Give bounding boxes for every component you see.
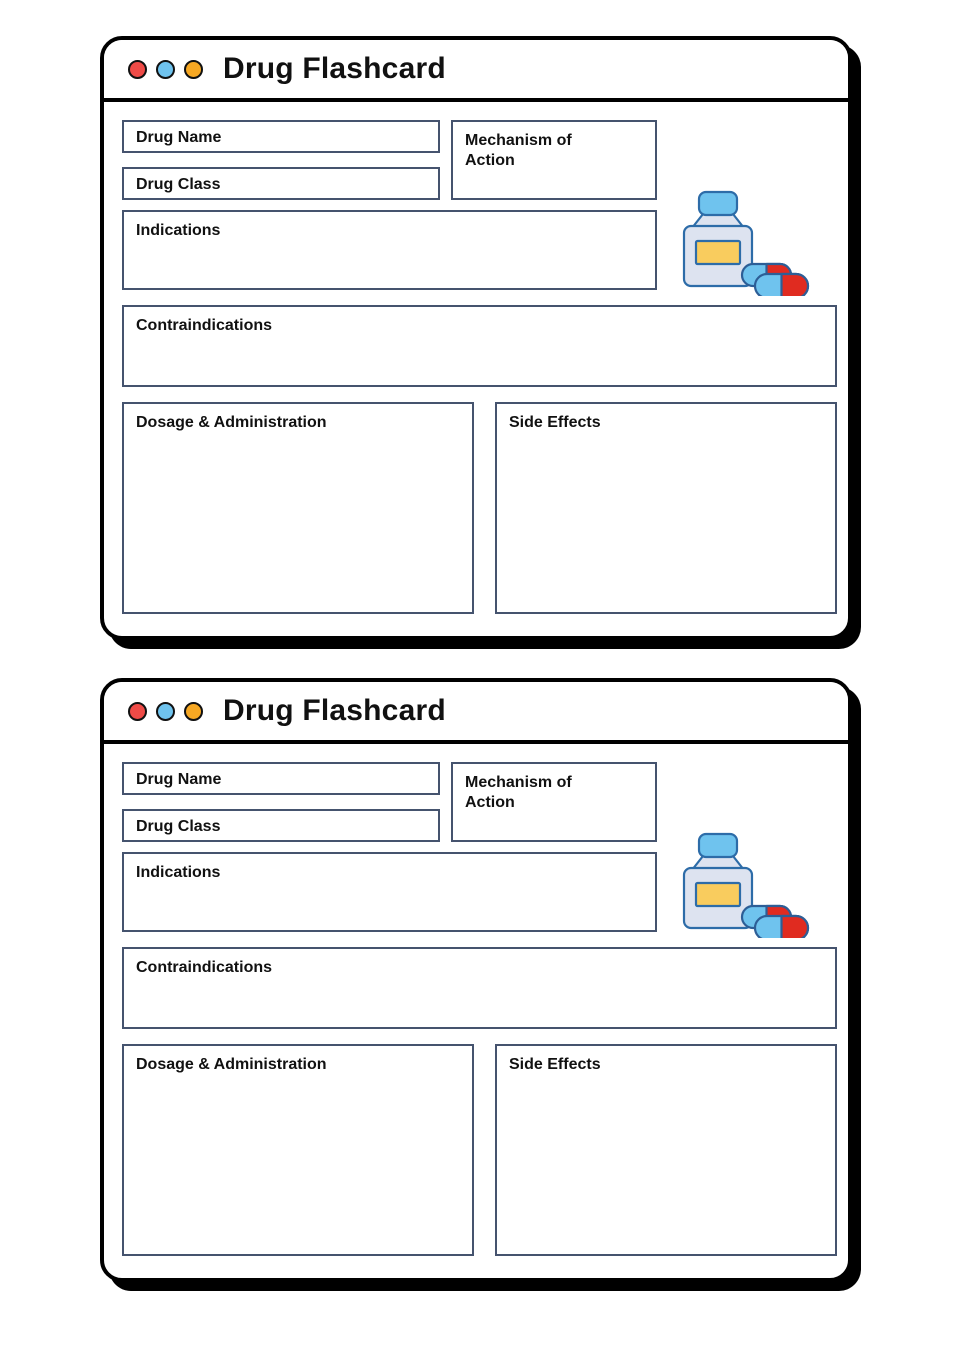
window-controls [128,59,203,79]
field-indications[interactable]: Indications [122,852,657,932]
field-side-effects[interactable]: Side Effects [495,1044,837,1256]
card-body: Drug Name Drug Class Mechanism of Action… [104,744,848,1278]
field-contraindications[interactable]: Contraindications [122,305,837,387]
field-label-contraindications: Contraindications [136,959,273,976]
window-controls [128,701,203,721]
field-indications[interactable]: Indications [122,210,657,290]
field-contraindications[interactable]: Contraindications [122,947,837,1029]
card-titlebar: Drug Flashcard [104,40,848,102]
field-mechanism-of-action[interactable]: Mechanism of Action [451,762,657,842]
minimize-dot-icon[interactable] [156,59,175,79]
field-label-contraindications: Contraindications [136,317,273,334]
drug-flashcard-card-2[interactable]: Drug Flashcard Drug Name Drug Class Mech… [100,678,852,1282]
maximize-dot-icon[interactable] [184,59,203,79]
field-dosage-administration[interactable]: Dosage & Administration [122,402,474,614]
card-body: Drug Name Drug Class Mechanism of Action… [104,102,848,636]
field-drug-class[interactable]: Drug Class [122,809,440,842]
field-drug-name[interactable]: Drug Name [122,762,440,795]
field-label-drug-class: Drug Class [136,176,221,193]
field-drug-class[interactable]: Drug Class [122,167,440,200]
field-label-mechanism-of-action: Mechanism of Action [465,132,572,169]
pill-bottle-icon [670,184,838,296]
minimize-dot-icon[interactable] [156,701,175,721]
field-drug-name[interactable]: Drug Name [122,120,440,153]
field-dosage-administration[interactable]: Dosage & Administration [122,1044,474,1256]
field-label-indications: Indications [136,222,221,239]
page-title: Drug Flashcard [223,52,446,85]
drug-flashcard-card-1[interactable]: Drug Flashcard Drug Name Drug Class Mech… [100,36,852,640]
field-label-indications: Indications [136,864,221,881]
close-dot-icon[interactable] [128,701,147,721]
field-label-dosage-administration: Dosage & Administration [136,414,327,431]
maximize-dot-icon[interactable] [184,701,203,721]
field-label-mechanism-of-action: Mechanism of Action [465,774,572,811]
card-titlebar: Drug Flashcard [104,682,848,744]
field-label-drug-name: Drug Name [136,771,222,788]
field-label-dosage-administration: Dosage & Administration [136,1056,327,1073]
pill-bottle-icon [670,826,838,938]
field-label-side-effects: Side Effects [509,414,601,431]
field-label-drug-class: Drug Class [136,818,221,835]
page-title: Drug Flashcard [223,694,446,727]
close-dot-icon[interactable] [128,59,147,79]
field-mechanism-of-action[interactable]: Mechanism of Action [451,120,657,200]
field-label-drug-name: Drug Name [136,129,222,146]
field-side-effects[interactable]: Side Effects [495,402,837,614]
field-label-side-effects: Side Effects [509,1056,601,1073]
